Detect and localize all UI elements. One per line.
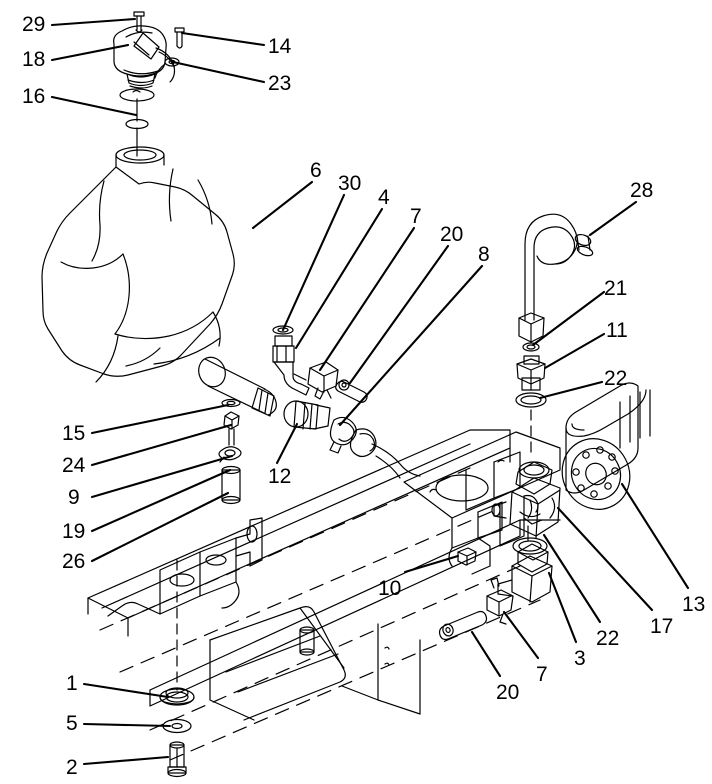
callout-number-29: 29 <box>22 13 46 36</box>
callout-number-2: 2 <box>66 756 78 779</box>
callout-leader-line <box>538 380 604 400</box>
right-fitting-stack <box>515 312 547 453</box>
callout-leader-line <box>588 200 638 237</box>
callout-number-6: 6 <box>310 159 322 182</box>
callout-number-14: 14 <box>268 35 292 58</box>
callout-leader-line <box>90 491 230 563</box>
callout-leader-line <box>90 468 232 533</box>
callout-leader-line <box>90 454 234 499</box>
callout-leader-line <box>403 554 460 574</box>
callout-leader-line <box>251 180 314 230</box>
callout-number-4: 4 <box>378 186 390 209</box>
callout-leader-line <box>318 226 416 372</box>
callout-leader-line <box>50 43 130 62</box>
callout-number-3: 3 <box>574 647 586 670</box>
callout-leader-line <box>82 755 170 766</box>
callout-leader-line <box>470 630 502 678</box>
callout-number-20: 20 <box>440 223 464 246</box>
callout-leader-line <box>348 244 450 385</box>
callout-number-21: 21 <box>604 277 628 300</box>
callout-number-24: 24 <box>62 454 86 477</box>
callout-number-13: 13 <box>682 593 706 616</box>
callout-leader-line <box>620 482 690 590</box>
callout-leader-line <box>294 207 384 350</box>
frame-bolt-10 <box>457 547 477 566</box>
callout-leader-line <box>50 95 138 117</box>
callout-number-30: 30 <box>338 172 362 195</box>
callout-number-20: 20 <box>496 681 520 704</box>
callout-number-5: 5 <box>66 712 78 735</box>
callout-number-9: 9 <box>68 486 80 509</box>
callout-leader-line <box>542 533 602 624</box>
callout-number-7: 7 <box>536 663 548 686</box>
spin-on-oil-filter <box>561 382 651 510</box>
callout-leader-line <box>171 60 266 84</box>
callout-number-19: 19 <box>62 520 86 543</box>
callout-leader-line <box>50 17 137 27</box>
callout-leader-line <box>90 403 230 435</box>
curved-fuel-hose-28 <box>524 213 594 321</box>
callout-leader-line <box>502 610 540 660</box>
callout-number-7: 7 <box>410 205 422 228</box>
callout-number-8: 8 <box>478 243 490 266</box>
callout-leader-line <box>275 422 299 465</box>
fuel-cap-assembly <box>113 11 185 89</box>
tank-outlet-fittings <box>272 325 368 403</box>
callout-number-16: 16 <box>22 85 46 108</box>
callout-leader-line <box>543 332 606 370</box>
callout-number-12: 12 <box>268 465 292 488</box>
callout-number-17: 17 <box>650 615 674 638</box>
callout-number-11: 11 <box>606 319 628 342</box>
callout-number-22: 22 <box>596 627 620 650</box>
callout-number-22: 22 <box>604 367 628 390</box>
callout-leader-line <box>338 264 484 427</box>
left-small-parts-stack <box>218 398 242 505</box>
callout-number-15: 15 <box>62 422 86 445</box>
callout-leader-line <box>82 682 170 699</box>
callout-leader-line <box>531 290 606 347</box>
dipstick-assembly <box>119 88 155 157</box>
callout-leader-line <box>90 423 233 467</box>
callout-number-1: 1 <box>66 672 78 695</box>
callout-leader-line <box>556 506 654 612</box>
callout-number-28: 28 <box>630 179 654 202</box>
lower-fitting-block <box>438 543 553 641</box>
callout-number-10: 10 <box>378 577 402 600</box>
fuel-tank-body <box>41 146 235 383</box>
callout-number-26: 26 <box>62 550 86 573</box>
callout-leader-line <box>547 571 578 644</box>
oil-filter-mount-head <box>491 461 561 555</box>
callout-number-23: 23 <box>268 72 292 95</box>
callout-leader-line <box>180 31 266 47</box>
callout-leader-line <box>281 193 346 332</box>
bottom-mount-hardware <box>159 559 195 778</box>
callout-number-18: 18 <box>22 48 46 71</box>
callout-leader-line <box>82 722 172 728</box>
